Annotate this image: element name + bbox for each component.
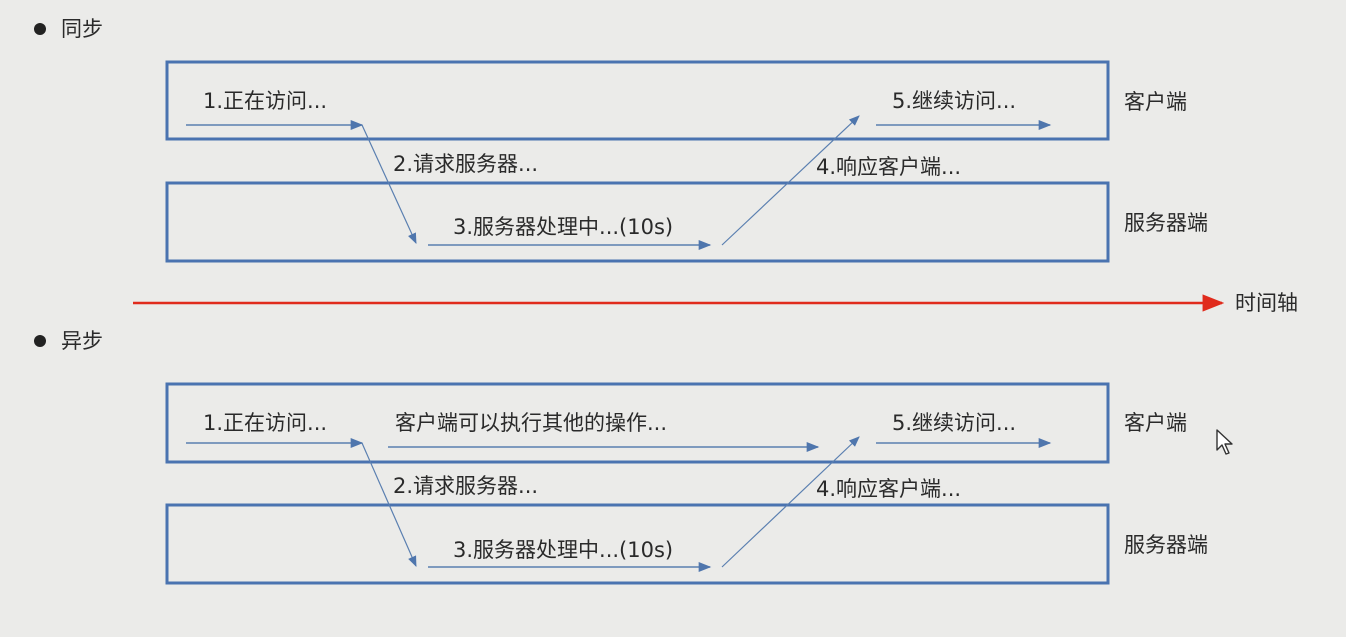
async-step-4: 4.响应客户端... <box>816 477 961 501</box>
sync-step-3: 3.服务器处理中...(10s) <box>453 215 673 239</box>
async-step-3: 3.服务器处理中...(10s) <box>453 538 673 562</box>
async-server-box <box>165 503 1110 585</box>
sync-server-label: 服务器端 <box>1124 211 1208 235</box>
mouse-cursor-icon <box>1216 429 1233 455</box>
async-step-5: 5.继续访问... <box>892 411 1016 435</box>
sync-client-label: 客户端 <box>1124 90 1187 114</box>
sync-client-box <box>165 60 1110 141</box>
sync-server-box <box>165 181 1110 263</box>
sync-step-4: 4.响应客户端... <box>816 155 961 179</box>
async-client-other-ops: 客户端可以执行其他的操作... <box>395 411 667 435</box>
async-client-box <box>165 382 1110 464</box>
async-step-1: 1.正在访问... <box>203 411 327 435</box>
async-section-title: 异步 <box>61 329 103 353</box>
timeline-label: 时间轴 <box>1235 291 1298 315</box>
async-server-label: 服务器端 <box>1124 533 1208 557</box>
async-bullet <box>34 335 46 347</box>
sync-arrow-4 <box>721 115 860 246</box>
async-client-label: 客户端 <box>1124 411 1187 435</box>
sync-bullet <box>34 23 46 35</box>
sync-section-title: 同步 <box>61 17 103 41</box>
async-arrow-2 <box>361 442 417 567</box>
sync-step-1: 1.正在访问... <box>203 89 327 113</box>
async-arrow-4 <box>721 436 860 568</box>
sync-arrow-2 <box>361 124 417 244</box>
async-step-2: 2.请求服务器... <box>393 474 538 498</box>
sync-step-2: 2.请求服务器... <box>393 152 538 176</box>
sync-step-5: 5.继续访问... <box>892 89 1016 113</box>
